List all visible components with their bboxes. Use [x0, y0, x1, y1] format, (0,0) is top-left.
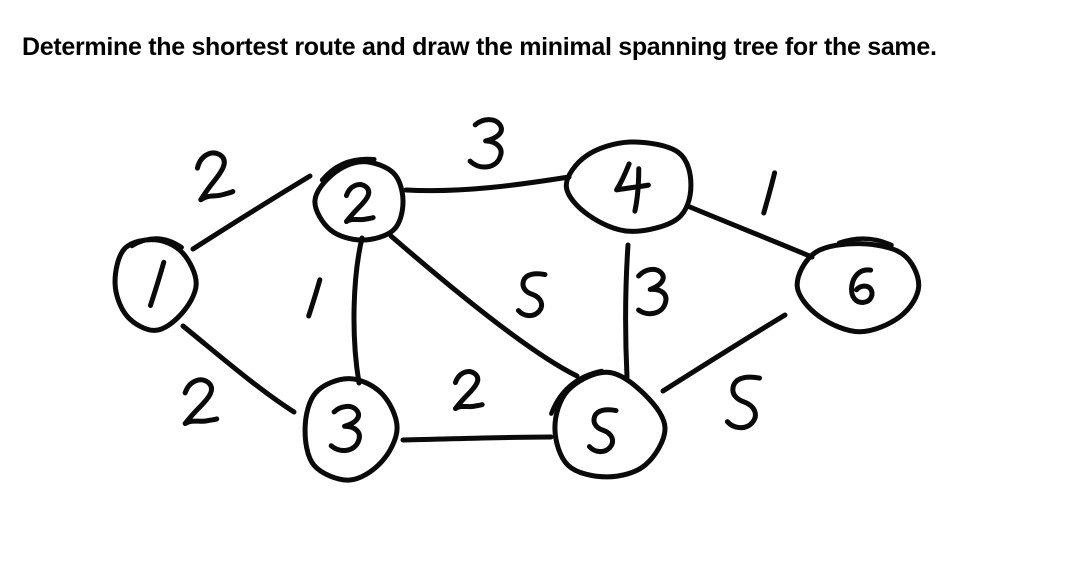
edge-3-5 [400, 434, 554, 443]
edge-4-5 [623, 242, 631, 380]
node-6-pen-flick [836, 236, 894, 248]
node-4-label [617, 164, 649, 211]
edge-2-5 [388, 233, 580, 379]
node-6-circle [794, 241, 922, 335]
node-4-circle [563, 139, 694, 234]
edge-5-6 [660, 312, 788, 394]
edge-4-6-weight [764, 172, 775, 214]
edge-1-2 [190, 173, 313, 252]
node-2-label [346, 185, 373, 222]
edge-3-5-weight [455, 372, 482, 409]
edge-1-3 [180, 323, 297, 415]
edge-2-3 [351, 235, 365, 386]
node-2-pen-flick [319, 156, 377, 183]
node-5-pen-flick [549, 368, 605, 416]
edge-4-5-weight [639, 269, 666, 313]
node-6-label [852, 270, 872, 303]
node-3-label [331, 405, 362, 452]
node-2-circle [312, 159, 406, 243]
edge-1-2-weight [196, 151, 233, 199]
edge-2-3-weight [309, 279, 320, 317]
edge-5-6-weight [727, 377, 759, 427]
edge-1-3-weight [185, 380, 217, 424]
node-5-label [589, 410, 616, 452]
node-3-circle [302, 376, 400, 483]
node-1-circle [112, 237, 199, 333]
page-title: Determine the shortest route and draw th… [22, 33, 937, 61]
edge-2-4 [403, 174, 572, 194]
node-1-pen-flick [129, 236, 184, 250]
node-1-label [150, 261, 163, 306]
edge-2-5-weight [518, 274, 545, 316]
edge-4-6 [687, 204, 815, 260]
edge-2-4-weight [470, 118, 506, 170]
node-5-circle [552, 369, 668, 480]
